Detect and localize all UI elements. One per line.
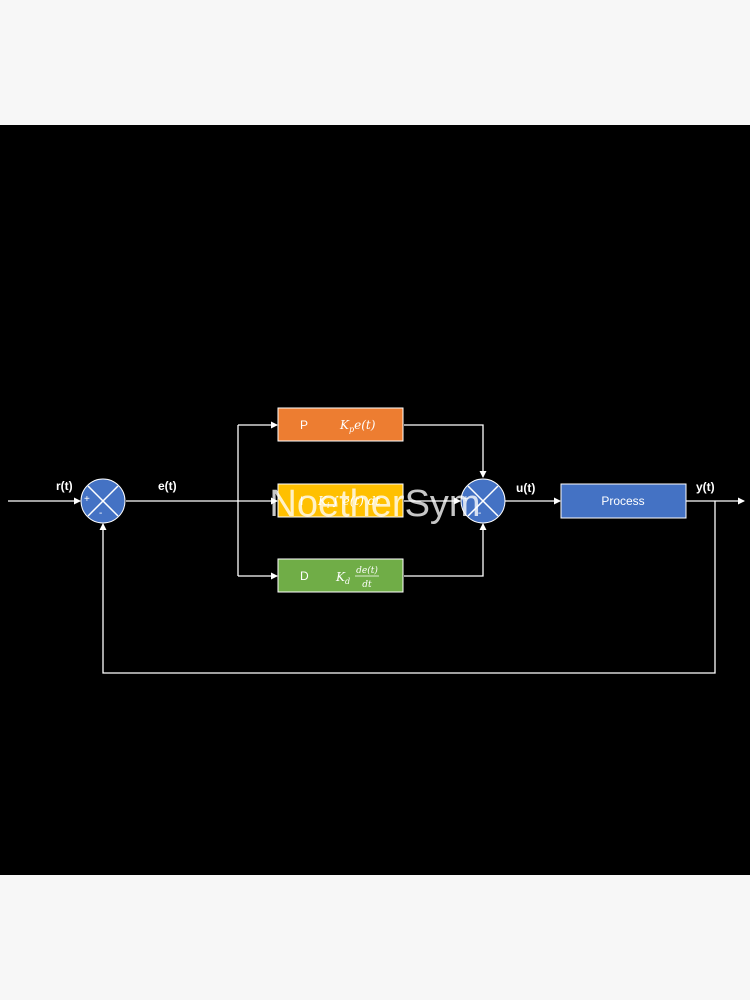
d-block-rect — [277, 558, 404, 593]
summer-right-minus: - — [478, 508, 481, 519]
wire-feedback — [99, 501, 716, 674]
p-block: P Kpe(t) — [277, 407, 404, 442]
summer-left-minus: - — [99, 508, 102, 519]
pid-block-diagram: + - + - P Kpe(t) I Ki∫ e(t) dt D Kd de(t… — [8, 407, 745, 674]
signal-label-y: y(t) — [696, 480, 715, 494]
d-block-fraction-denominator: dt — [362, 580, 372, 590]
watermark-text: NoetherSym — [269, 483, 480, 525]
p-block-letter: P — [300, 418, 308, 432]
p-block-formula: Kpe(t) — [339, 418, 376, 434]
signal-label-e: e(t) — [158, 479, 177, 493]
signal-label-u: u(t) — [516, 481, 535, 495]
process-block: Process — [560, 483, 687, 519]
diagram-canvas: + - + - P Kpe(t) I Ki∫ e(t) dt D Kd de(t… — [0, 125, 750, 875]
i-block: I Ki∫ e(t) dt — [277, 483, 404, 518]
d-block-fraction-numerator: de(t) — [356, 565, 378, 576]
summing-junction-right: + - — [460, 478, 506, 524]
process-block-rect — [560, 483, 687, 519]
d-block-letter: D — [300, 569, 309, 583]
summing-junction-left: + - — [80, 478, 126, 524]
signal-label-r: r(t) — [56, 479, 73, 493]
d-block-gain: Kd — [335, 570, 350, 586]
summer-right-plus: + — [463, 494, 469, 505]
d-block: D Kd de(t) dt — [277, 558, 404, 593]
summer-left-plus: + — [84, 494, 90, 505]
process-label: Process — [601, 494, 644, 508]
i-block-formula: Ki∫ e(t) dt — [317, 494, 380, 510]
i-block-letter: I — [300, 494, 303, 508]
p-block-rect — [277, 407, 404, 442]
i-block-rect — [277, 483, 404, 518]
wire-d-out — [404, 523, 487, 577]
wire-p-out — [404, 424, 487, 478]
